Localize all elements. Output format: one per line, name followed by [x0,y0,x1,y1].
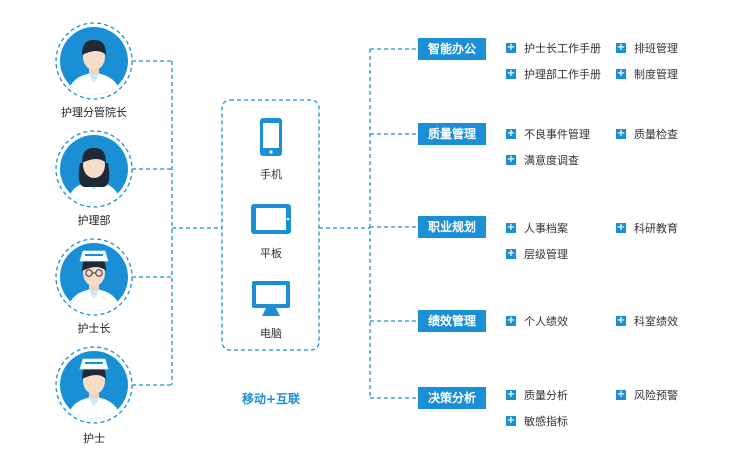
category-career-planning: 职业规划 [418,216,486,238]
tablet-icon [251,204,291,234]
plus-icon: + [616,42,626,53]
plus-icon: + [506,154,516,165]
plus-icon: + [616,389,626,400]
device-label-computer: 电脑 [260,327,282,340]
plus-icon: + [616,222,626,233]
item-risk-warning: +风险预警 [616,389,678,402]
item-scheduling: +排班管理 [616,42,678,55]
item-quality-analysis: +质量分析 [506,389,568,402]
item-adverse-event: +不良事件管理 [506,128,590,141]
item-level-management: +层级管理 [506,248,568,261]
item-policy-management: +制度管理 [616,68,678,81]
plus-icon: + [616,128,626,139]
plus-icon: + [506,415,516,426]
plus-icon: + [506,248,516,259]
item-head-nurse-handbook: +护士长工作手册 [506,42,601,55]
category-performance-management: 绩效管理 [418,310,486,332]
plus-icon: + [506,128,516,139]
mobile-internet-caption: 移动+互联 [242,392,301,406]
plus-icon: + [616,315,626,326]
role-label-nurse: 护士 [83,432,105,445]
item-research-education: +科研教育 [616,222,678,235]
item-personal-performance: +个人绩效 [506,315,568,328]
item-sensitive-indicators: +敏感指标 [506,415,568,428]
item-personnel-files: +人事档案 [506,222,568,235]
category-decision-analysis: 决策分析 [418,387,486,409]
plus-icon: + [506,222,516,233]
computer-icon [252,281,290,316]
plus-icon: + [506,389,516,400]
device-label-phone: 手机 [260,168,282,181]
phone-icon [260,118,282,156]
role-label-director: 护理分管院长 [61,106,127,119]
plus-icon: + [506,42,516,53]
nursing-dept-avatar-icon [55,130,133,208]
role-label-nursing-dept: 护理部 [77,214,111,227]
plus-icon: + [616,68,626,79]
director-avatar-icon [55,22,133,100]
item-quality-check: +质量检查 [616,128,678,141]
category-smart-office: 智能办公 [418,38,486,60]
item-satisfaction-survey: +满意度调查 [506,154,579,167]
nurse-avatar-icon [55,346,133,424]
category-quality-management: 质量管理 [418,123,486,145]
head-nurse-avatar-icon [55,238,133,316]
role-label-head-nurse: 护士长 [77,322,111,335]
plus-icon: + [506,68,516,79]
item-department-performance: +科室绩效 [616,315,678,328]
devices-box [221,99,320,351]
item-nursing-dept-handbook: +护理部工作手册 [506,68,601,81]
device-label-tablet: 平板 [260,247,282,260]
plus-icon: + [506,315,516,326]
